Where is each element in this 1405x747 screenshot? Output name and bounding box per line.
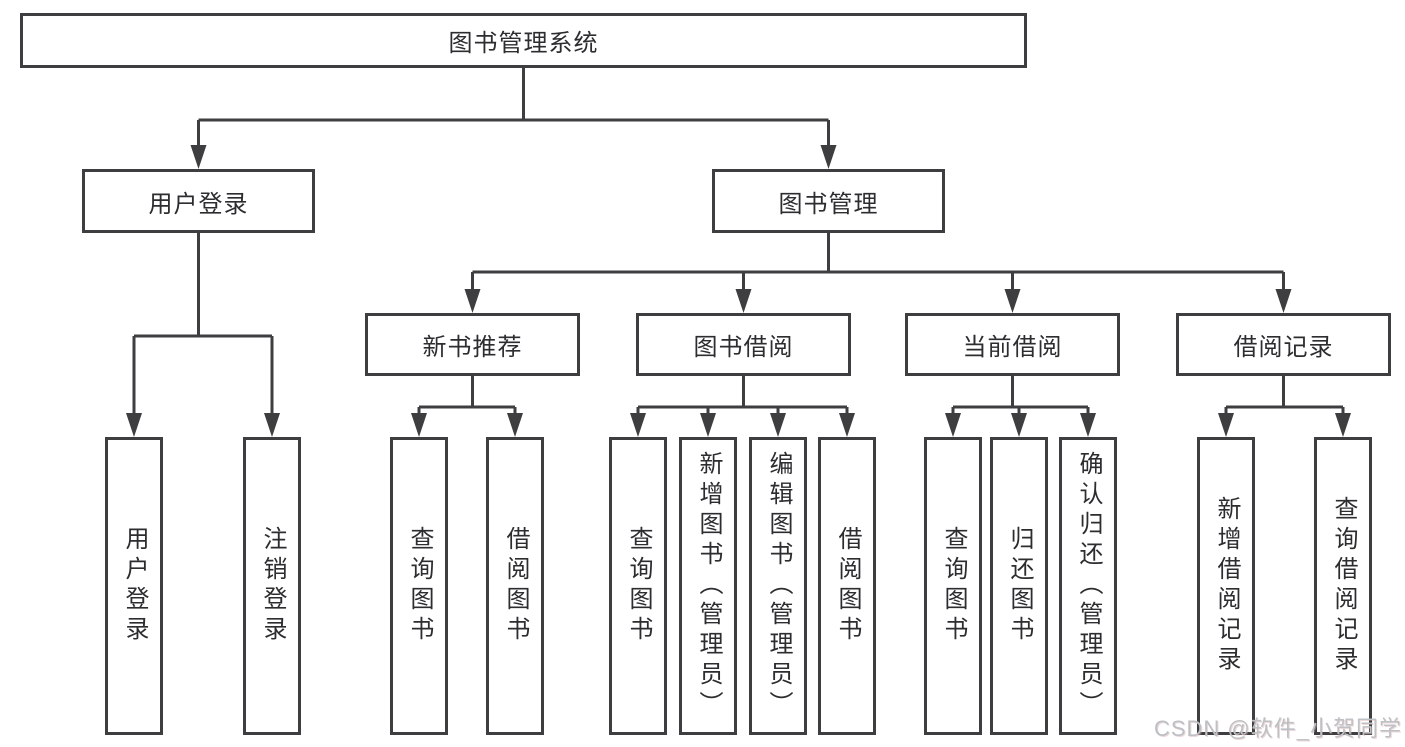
leaf-query-borrow-record-label: 查询借阅记录	[1330, 496, 1357, 676]
leaf-query-books-borrowing: 查询图书	[609, 437, 667, 735]
leaf-user-login: 用户登录	[105, 437, 163, 735]
leaf-confirm-return-admin: 确认归还（管理员）	[1059, 437, 1117, 735]
leaf-borrow-books-label: 借阅图书	[834, 526, 861, 646]
leaf-edit-books-admin-label: 编辑图书（管理员）	[765, 451, 792, 721]
node-new-book-recommend: 新书推荐	[365, 313, 580, 376]
leaf-logout-label: 注销登录	[259, 526, 286, 646]
node-current-borrowing: 当前借阅	[905, 313, 1120, 376]
node-root: 图书管理系统	[20, 13, 1027, 68]
leaf-query-books-recommend-label: 查询图书	[406, 526, 433, 646]
leaf-return-books-label: 归还图书	[1006, 526, 1033, 646]
node-book-borrowing: 图书借阅	[636, 313, 851, 376]
leaf-user-login-label: 用户登录	[121, 526, 148, 646]
node-book-borrowing-label: 图书借阅	[693, 334, 794, 361]
leaf-borrow-books-recommend-label: 借阅图书	[502, 526, 529, 646]
leaf-query-books-current-label: 查询图书	[940, 526, 967, 646]
node-borrowing-records: 借阅记录	[1176, 313, 1391, 376]
arrowhead-icons	[126, 145, 1351, 437]
leaf-query-books-borrowing-label: 查询图书	[625, 526, 652, 646]
csdn-watermark: CSDN @软件_小贺同学	[1153, 716, 1402, 741]
leaf-logout: 注销登录	[243, 437, 301, 735]
leaf-confirm-return-admin-label: 确认归还（管理员）	[1075, 451, 1102, 721]
node-borrowing-records-label: 借阅记录	[1233, 334, 1334, 361]
leaf-return-books: 归还图书	[990, 437, 1048, 735]
leaf-borrow-books-recommend: 借阅图书	[486, 437, 544, 735]
leaf-add-borrow-record: 新增借阅记录	[1197, 437, 1255, 735]
leaf-add-books-admin: 新增图书（管理员）	[679, 437, 737, 735]
leaf-add-borrow-record-label: 新增借阅记录	[1213, 496, 1240, 676]
node-book-management: 图书管理	[712, 169, 945, 233]
node-user-login: 用户登录	[82, 169, 315, 233]
node-root-label: 图书管理系统	[448, 30, 599, 57]
leaf-query-books-recommend: 查询图书	[390, 437, 448, 735]
node-user-login-label: 用户登录	[148, 190, 249, 218]
leaf-edit-books-admin: 编辑图书（管理员）	[749, 437, 807, 735]
leaf-borrow-books: 借阅图书	[818, 437, 876, 735]
node-new-book-recommend-label: 新书推荐	[422, 334, 523, 361]
node-book-management-label: 图书管理	[778, 190, 879, 218]
leaf-query-borrow-record: 查询借阅记录	[1314, 437, 1372, 735]
node-current-borrowing-label: 当前借阅	[962, 334, 1063, 361]
leaf-query-books-current: 查询图书	[924, 437, 982, 735]
leaf-add-books-admin-label: 新增图书（管理员）	[695, 451, 722, 721]
